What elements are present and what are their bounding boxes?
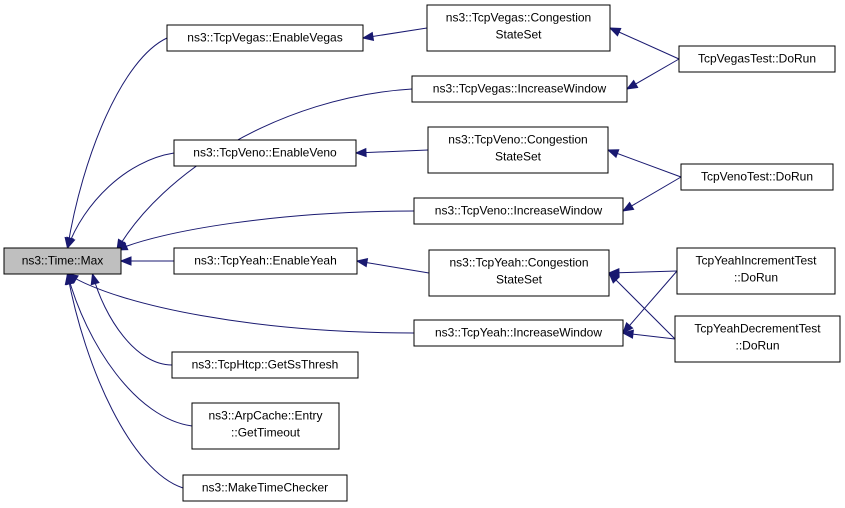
edge-yeah-congestion-to-yeah-enable bbox=[356, 260, 430, 274]
node-veno-enable-label: ns3::TcpVeno::EnableVeno bbox=[193, 146, 337, 160]
node-make-time-checker-label: ns3::MakeTimeChecker bbox=[202, 481, 328, 495]
edge-make-time-checker-to-time-max bbox=[67, 273, 184, 489]
edge-yeah-inc-test-to-yeah-increase bbox=[622, 270, 678, 334]
edge-htcp-ssthresh-to-time-max-arrowhead bbox=[90, 272, 100, 286]
edge-yeah-dec-test-to-yeah-congestion bbox=[608, 272, 676, 340]
node-vegas-congestion-label-line1: ns3::TcpVegas::Congestion bbox=[446, 11, 591, 25]
edge-yeah-congestion-to-yeah-enable-arrowhead bbox=[355, 258, 369, 268]
node-yeah-enable[interactable]: ns3::TcpYeah::EnableYeah bbox=[173, 247, 358, 275]
edge-veno-congestion-to-veno-enable-arrowhead bbox=[354, 147, 367, 158]
edge-veno-congestion-to-veno-enable bbox=[355, 149, 429, 154]
node-time-max-label: ns3::Time::Max bbox=[22, 254, 104, 268]
edge-veno-enable-to-time-max bbox=[67, 152, 175, 249]
edge-yeah-increase-to-time-max bbox=[67, 273, 415, 334]
edge-vegas-congestion-to-vegas-enable-arrowhead bbox=[361, 31, 375, 42]
edge-veno-test-to-veno-congestion-arrowhead bbox=[606, 149, 620, 159]
edge-veno-enable-to-time-max-arrowhead bbox=[66, 236, 76, 250]
node-veno-increase[interactable]: ns3::TcpVeno::IncreaseWindow bbox=[413, 197, 624, 225]
node-htcp-ssthresh-label: ns3::TcpHtcp::GetSsThresh bbox=[192, 358, 339, 372]
node-vegas-congestion[interactable]: ns3::TcpVegas::Congestion StateSet bbox=[426, 4, 611, 52]
node-vegas-increase-label: ns3::TcpVegas::IncreaseWindow bbox=[433, 82, 607, 96]
node-veno-test[interactable]: TcpVenoTest::DoRun bbox=[680, 163, 834, 191]
edge-vegas-test-to-vegas-congestion bbox=[609, 27, 680, 60]
edge-yeah-enable-to-time-max-arrowhead bbox=[119, 256, 132, 266]
node-yeah-congestion-label-line1: ns3::TcpYeah::Congestion bbox=[450, 256, 589, 270]
edge-veno-test-to-veno-increase bbox=[622, 176, 682, 212]
node-yeah-congestion[interactable]: ns3::TcpYeah::Congestion StateSet bbox=[428, 249, 610, 297]
node-yeah-enable-label: ns3::TcpYeah::EnableYeah bbox=[194, 254, 337, 268]
edge-yeah-dec-test-to-yeah-congestion-arrowhead bbox=[608, 272, 620, 284]
node-vegas-test[interactable]: TcpVegasTest::DoRun bbox=[678, 45, 836, 73]
edge-veno-increase-to-time-max bbox=[116, 210, 415, 251]
edge-veno-test-to-veno-congestion bbox=[607, 149, 682, 178]
node-veno-congestion-label-line2: StateSet bbox=[495, 150, 542, 164]
edge-htcp-ssthresh-to-time-max bbox=[92, 273, 173, 366]
node-vegas-congestion-label-line2: StateSet bbox=[495, 28, 542, 42]
node-yeah-increment-test-label-line1: TcpYeahIncrementTest bbox=[696, 254, 818, 268]
node-yeah-decrement-test-label-line1: TcpYeahDecrementTest bbox=[694, 322, 821, 336]
node-arp-timeout-label-line1: ns3::ArpCache::Entry bbox=[208, 409, 322, 423]
edge-veno-test-to-veno-increase-arrowhead bbox=[621, 201, 635, 212]
node-make-time-checker[interactable]: ns3::MakeTimeChecker bbox=[182, 474, 348, 502]
edge-vegas-test-to-vegas-increase-arrowhead bbox=[625, 79, 639, 90]
node-arp-timeout[interactable]: ns3::ArpCache::Entry ::GetTimeout bbox=[191, 402, 340, 450]
edge-vegas-test-to-vegas-congestion-arrowhead bbox=[608, 27, 622, 37]
node-vegas-enable-label: ns3::TcpVegas::EnableVegas bbox=[187, 31, 342, 45]
edge-make-time-checker-to-time-max-arrowhead bbox=[64, 272, 75, 286]
edges-layer bbox=[64, 27, 682, 489]
node-yeah-increase-label: ns3::TcpYeah::IncreaseWindow bbox=[435, 326, 602, 340]
node-vegas-enable[interactable]: ns3::TcpVegas::EnableVegas bbox=[166, 24, 364, 52]
node-arp-timeout-label-line2: ::GetTimeout bbox=[231, 426, 301, 440]
node-veno-congestion[interactable]: ns3::TcpVeno::Congestion StateSet bbox=[427, 126, 609, 174]
edge-yeah-dec-test-to-yeah-increase-arrowhead bbox=[621, 329, 634, 339]
edge-vegas-enable-to-time-max bbox=[67, 37, 168, 249]
node-veno-enable[interactable]: ns3::TcpVeno::EnableVeno bbox=[173, 139, 357, 167]
node-vegas-test-label: TcpVegasTest::DoRun bbox=[698, 52, 816, 66]
node-yeah-increase[interactable]: ns3::TcpYeah::IncreaseWindow bbox=[413, 319, 624, 347]
node-yeah-decrement-test-label-line2: ::DoRun bbox=[735, 339, 779, 353]
node-veno-congestion-label-line1: ns3::TcpVeno::Congestion bbox=[448, 133, 587, 147]
edge-yeah-inc-test-to-yeah-congestion bbox=[608, 270, 678, 274]
node-yeah-increment-test-label-line2: ::DoRun bbox=[734, 271, 778, 285]
node-yeah-decrement-test[interactable]: TcpYeahDecrementTest ::DoRun bbox=[674, 315, 841, 363]
node-time-max[interactable]: ns3::Time::Max bbox=[3, 247, 122, 275]
node-veno-test-label: TcpVenoTest::DoRun bbox=[701, 170, 813, 184]
edge-vegas-congestion-to-vegas-enable bbox=[362, 27, 428, 39]
node-yeah-increment-test[interactable]: TcpYeahIncrementTest ::DoRun bbox=[676, 247, 836, 295]
edge-yeah-inc-test-to-yeah-increase-arrowhead bbox=[622, 321, 634, 335]
node-veno-increase-label: ns3::TcpVeno::IncreaseWindow bbox=[435, 204, 603, 218]
node-vegas-increase[interactable]: ns3::TcpVegas::IncreaseWindow bbox=[411, 75, 628, 103]
node-yeah-congestion-label-line2: StateSet bbox=[496, 273, 543, 287]
edge-vegas-increase-to-time-max bbox=[116, 88, 413, 251]
node-htcp-ssthresh[interactable]: ns3::TcpHtcp::GetSsThresh bbox=[171, 351, 359, 379]
edge-arp-timeout-to-time-max bbox=[67, 273, 193, 427]
